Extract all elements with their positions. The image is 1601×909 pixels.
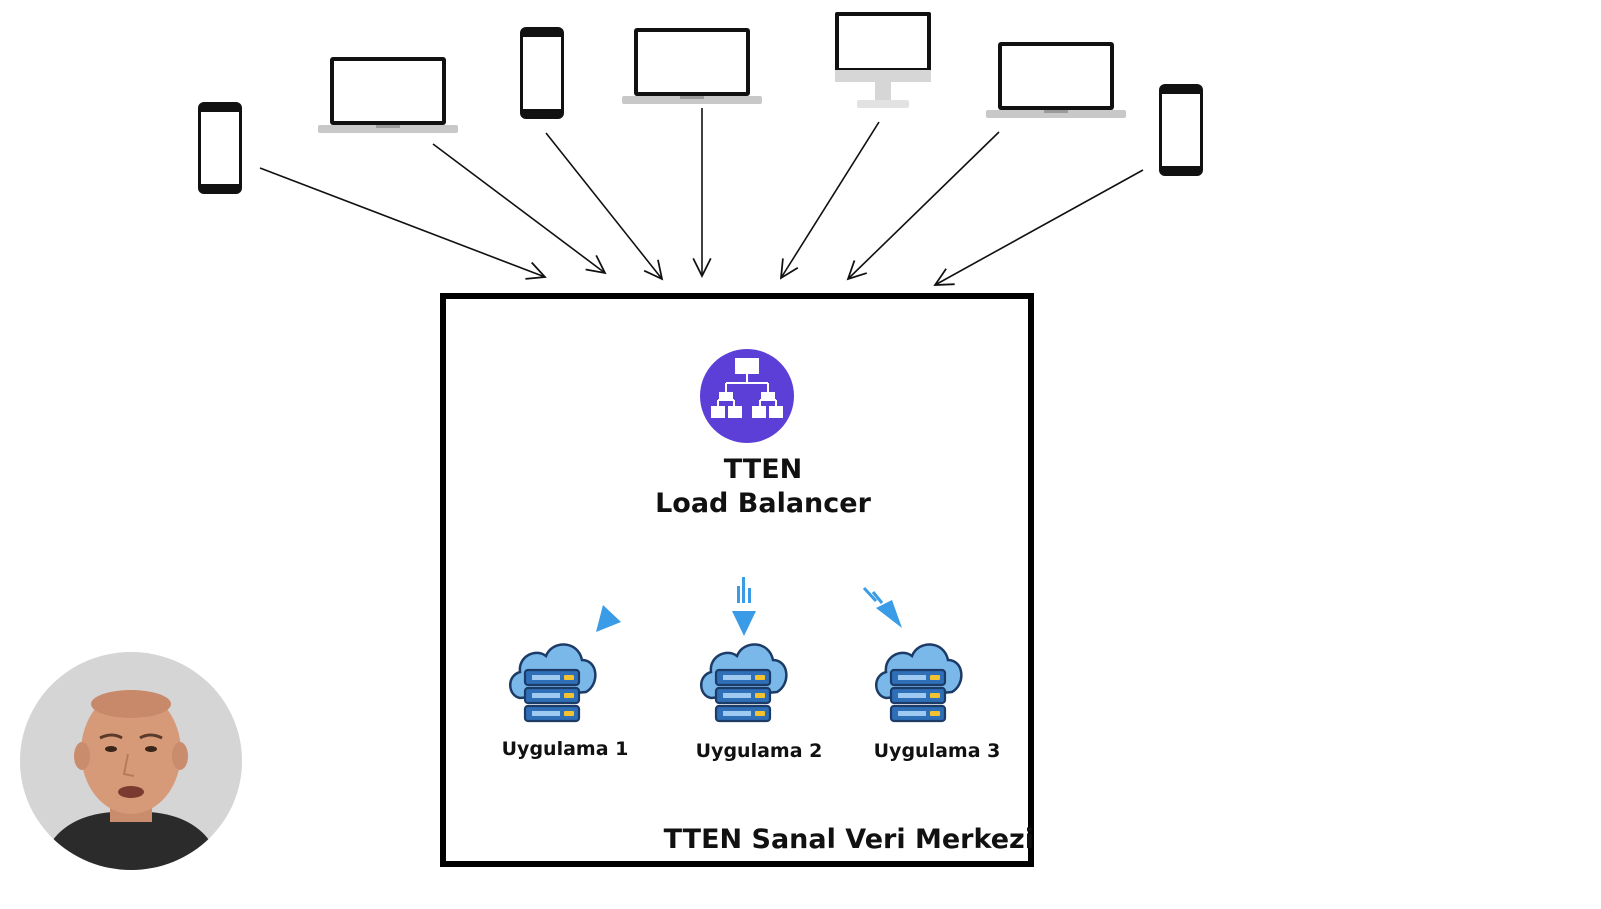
flow-arrow-icon [862,586,902,628]
flow-arrow-icon [596,605,621,632]
load-balancer-type: Load Balancer [655,488,871,519]
request-arrow-icon [545,132,664,281]
client-phone-icon [198,102,242,194]
datacenter-box [440,293,1034,867]
request-arrows [259,108,1144,286]
request-arrow-icon [846,131,1000,281]
request-arrow-icon [259,167,547,280]
client-monitor-icon [835,12,931,108]
app-server-1-icon [508,643,597,723]
load-balancer-name: TTEN [723,454,803,485]
app-2-label: Uygulama 2 [695,740,823,762]
client-phone-icon [1159,84,1203,176]
app-server-2-icon [699,643,788,723]
client-laptop-icon [986,42,1126,118]
load-balancer-icon [700,349,794,443]
app-3-label: Uygulama 3 [873,740,1001,762]
request-arrow-icon [779,121,880,280]
datacenter-label: TTEN Sanal Veri Merkezi [663,824,1034,855]
request-arrow-icon [432,143,607,275]
presenter-webcam-avatar [20,652,242,870]
flow-arrows [596,577,902,636]
client-phone-icon [520,27,564,119]
app-server-3-icon [874,643,963,723]
client-laptop-icon [622,28,762,104]
flow-arrow-icon [732,577,756,636]
client-laptop-icon [318,57,458,133]
request-arrow-icon [933,169,1144,286]
app-1-label: Uygulama 1 [501,738,629,760]
load-balancer-label: TTEN Load Balancer [600,453,926,521]
